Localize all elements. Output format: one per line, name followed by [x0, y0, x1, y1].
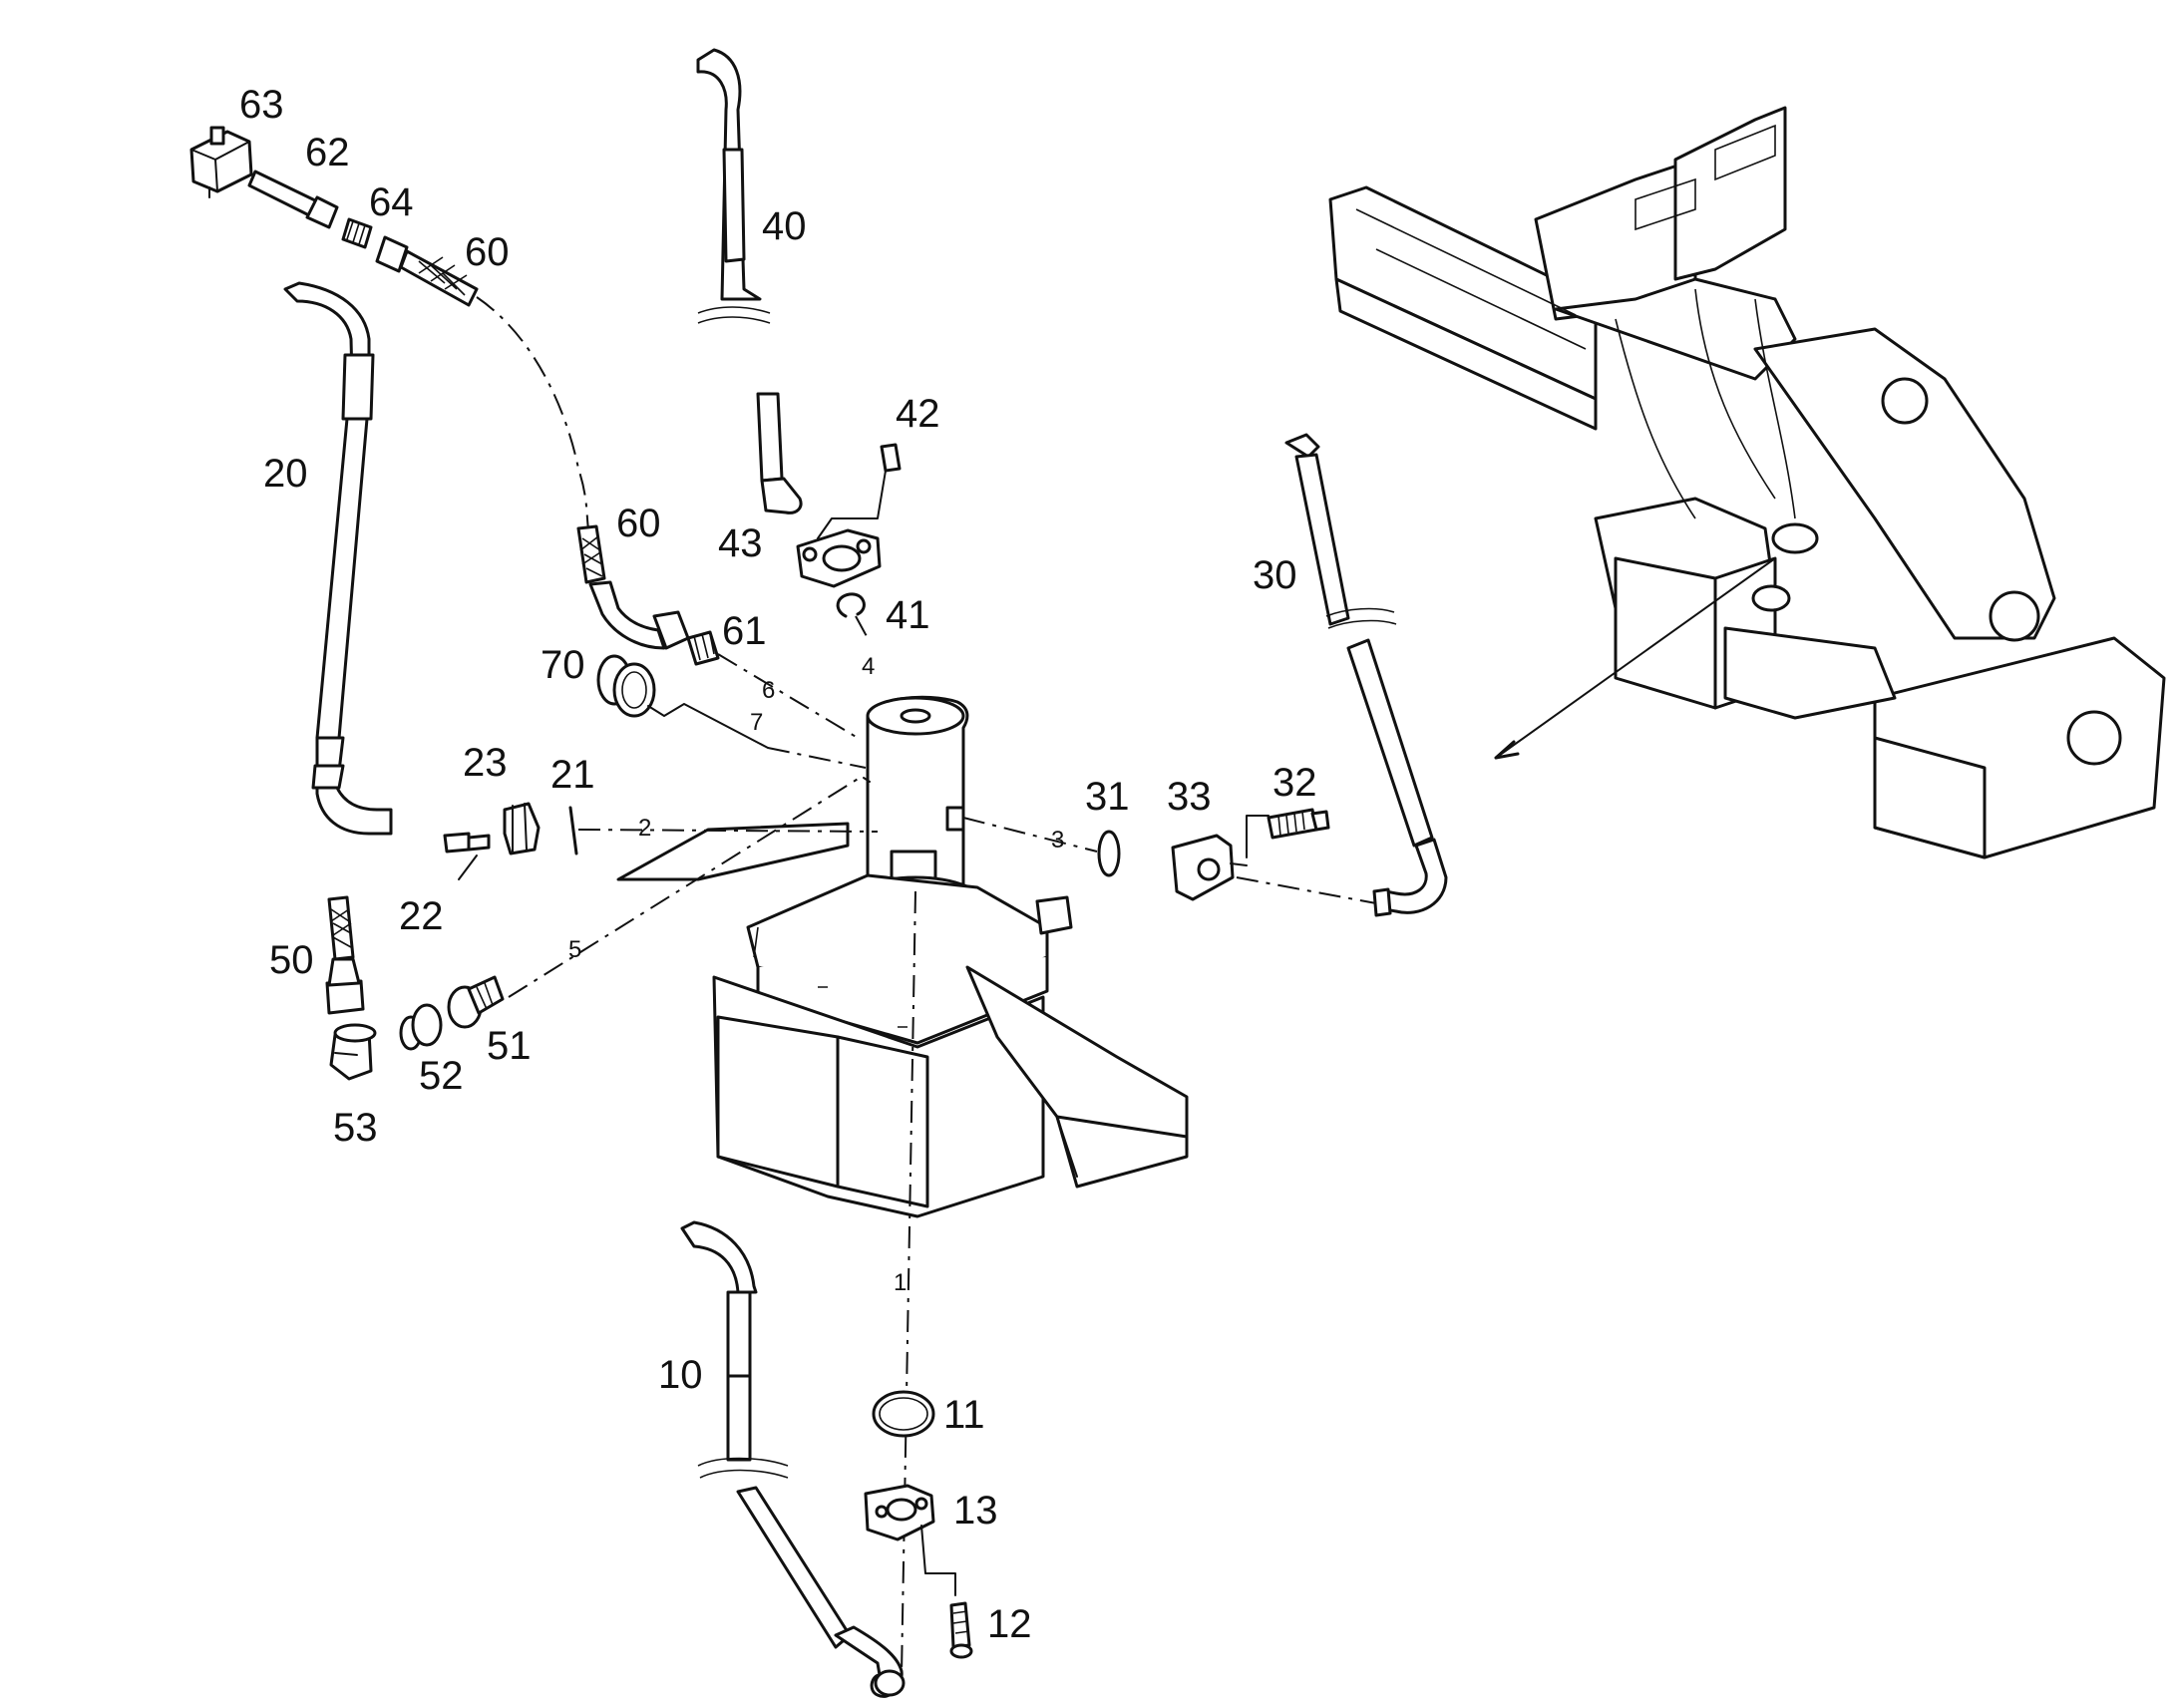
flange-13 — [864, 1484, 956, 1596]
hose-end-60-lower — [576, 524, 690, 650]
label-41: 41 — [886, 593, 930, 637]
label-31: 31 — [1085, 775, 1130, 819]
fitting-64 — [341, 217, 373, 249]
reference-numbers: 1 2 3 4 5 6 7 — [568, 653, 1064, 1296]
bolt-42 — [817, 443, 902, 539]
label-51: 51 — [487, 1024, 532, 1068]
part-labels: 63 62 64 60 40 20 42 60 43 41 61 70 30 2… — [239, 83, 1317, 1646]
flange-33 — [1171, 815, 1270, 901]
hose-40 — [696, 48, 803, 514]
label-60-lower: 60 — [616, 502, 661, 545]
flange-43 — [796, 528, 882, 588]
label-10: 10 — [658, 1353, 703, 1397]
label-23: 23 — [463, 741, 508, 785]
fitting-61 — [686, 630, 720, 666]
o-ring-31 — [1097, 830, 1121, 877]
label-30: 30 — [1253, 553, 1297, 597]
leader-5 — [508, 777, 861, 998]
label-13: 13 — [953, 1489, 998, 1533]
leader-6 — [717, 653, 859, 739]
label-32: 32 — [1272, 761, 1317, 805]
base-platform — [616, 822, 1189, 1218]
hose-30 — [1284, 433, 1448, 917]
fitting-51 — [447, 975, 505, 1029]
label-62: 62 — [305, 131, 350, 174]
leader-2 — [577, 829, 879, 833]
leader-33-30 — [1236, 876, 1377, 904]
elbow-53 — [329, 1023, 377, 1081]
label-42: 42 — [896, 392, 940, 436]
tube-62 — [247, 170, 339, 229]
label-21: 21 — [550, 753, 595, 797]
fitting-52 — [399, 1003, 443, 1051]
leader-3 — [962, 817, 1098, 853]
bolt-22 — [443, 832, 491, 880]
plug-70 — [596, 654, 769, 749]
label-50: 50 — [269, 938, 314, 982]
label-33: 33 — [1167, 775, 1212, 819]
label-60-upper: 60 — [465, 230, 510, 274]
label-22: 22 — [399, 894, 444, 938]
hose-end-60-upper — [375, 235, 479, 307]
ref-4: 4 — [862, 653, 875, 680]
label-43: 43 — [718, 521, 763, 565]
label-61: 61 — [722, 609, 767, 653]
hose-end-50 — [325, 895, 365, 1015]
leader-60 — [476, 296, 589, 529]
machine-frame-overview — [1328, 106, 2166, 859]
ref-3: 3 — [1051, 827, 1064, 854]
leader-7 — [767, 747, 867, 769]
o-ring-11 — [872, 1390, 935, 1438]
seal-21 — [568, 806, 578, 855]
ref-5: 5 — [568, 936, 581, 963]
ref-7: 7 — [750, 709, 763, 736]
bolt-32 — [1267, 808, 1330, 840]
clamp-block-63 — [189, 126, 253, 198]
label-11: 11 — [943, 1393, 985, 1437]
center-axis-1 — [901, 890, 916, 1676]
label-52: 52 — [419, 1054, 464, 1098]
label-53: 53 — [333, 1106, 378, 1150]
ref-2: 2 — [638, 815, 651, 842]
ref-1: 1 — [894, 1269, 907, 1296]
bolt-12 — [949, 1601, 973, 1659]
label-40: 40 — [762, 204, 807, 248]
label-20: 20 — [263, 452, 308, 496]
label-12: 12 — [987, 1602, 1032, 1646]
hose-20 — [283, 281, 393, 836]
ref-6: 6 — [762, 677, 775, 704]
hose-10 — [680, 1220, 906, 1698]
clamp-23 — [503, 802, 541, 855]
label-63: 63 — [239, 83, 284, 127]
label-70: 70 — [541, 643, 585, 687]
o-ring-41 — [836, 592, 869, 639]
label-64: 64 — [369, 180, 414, 224]
